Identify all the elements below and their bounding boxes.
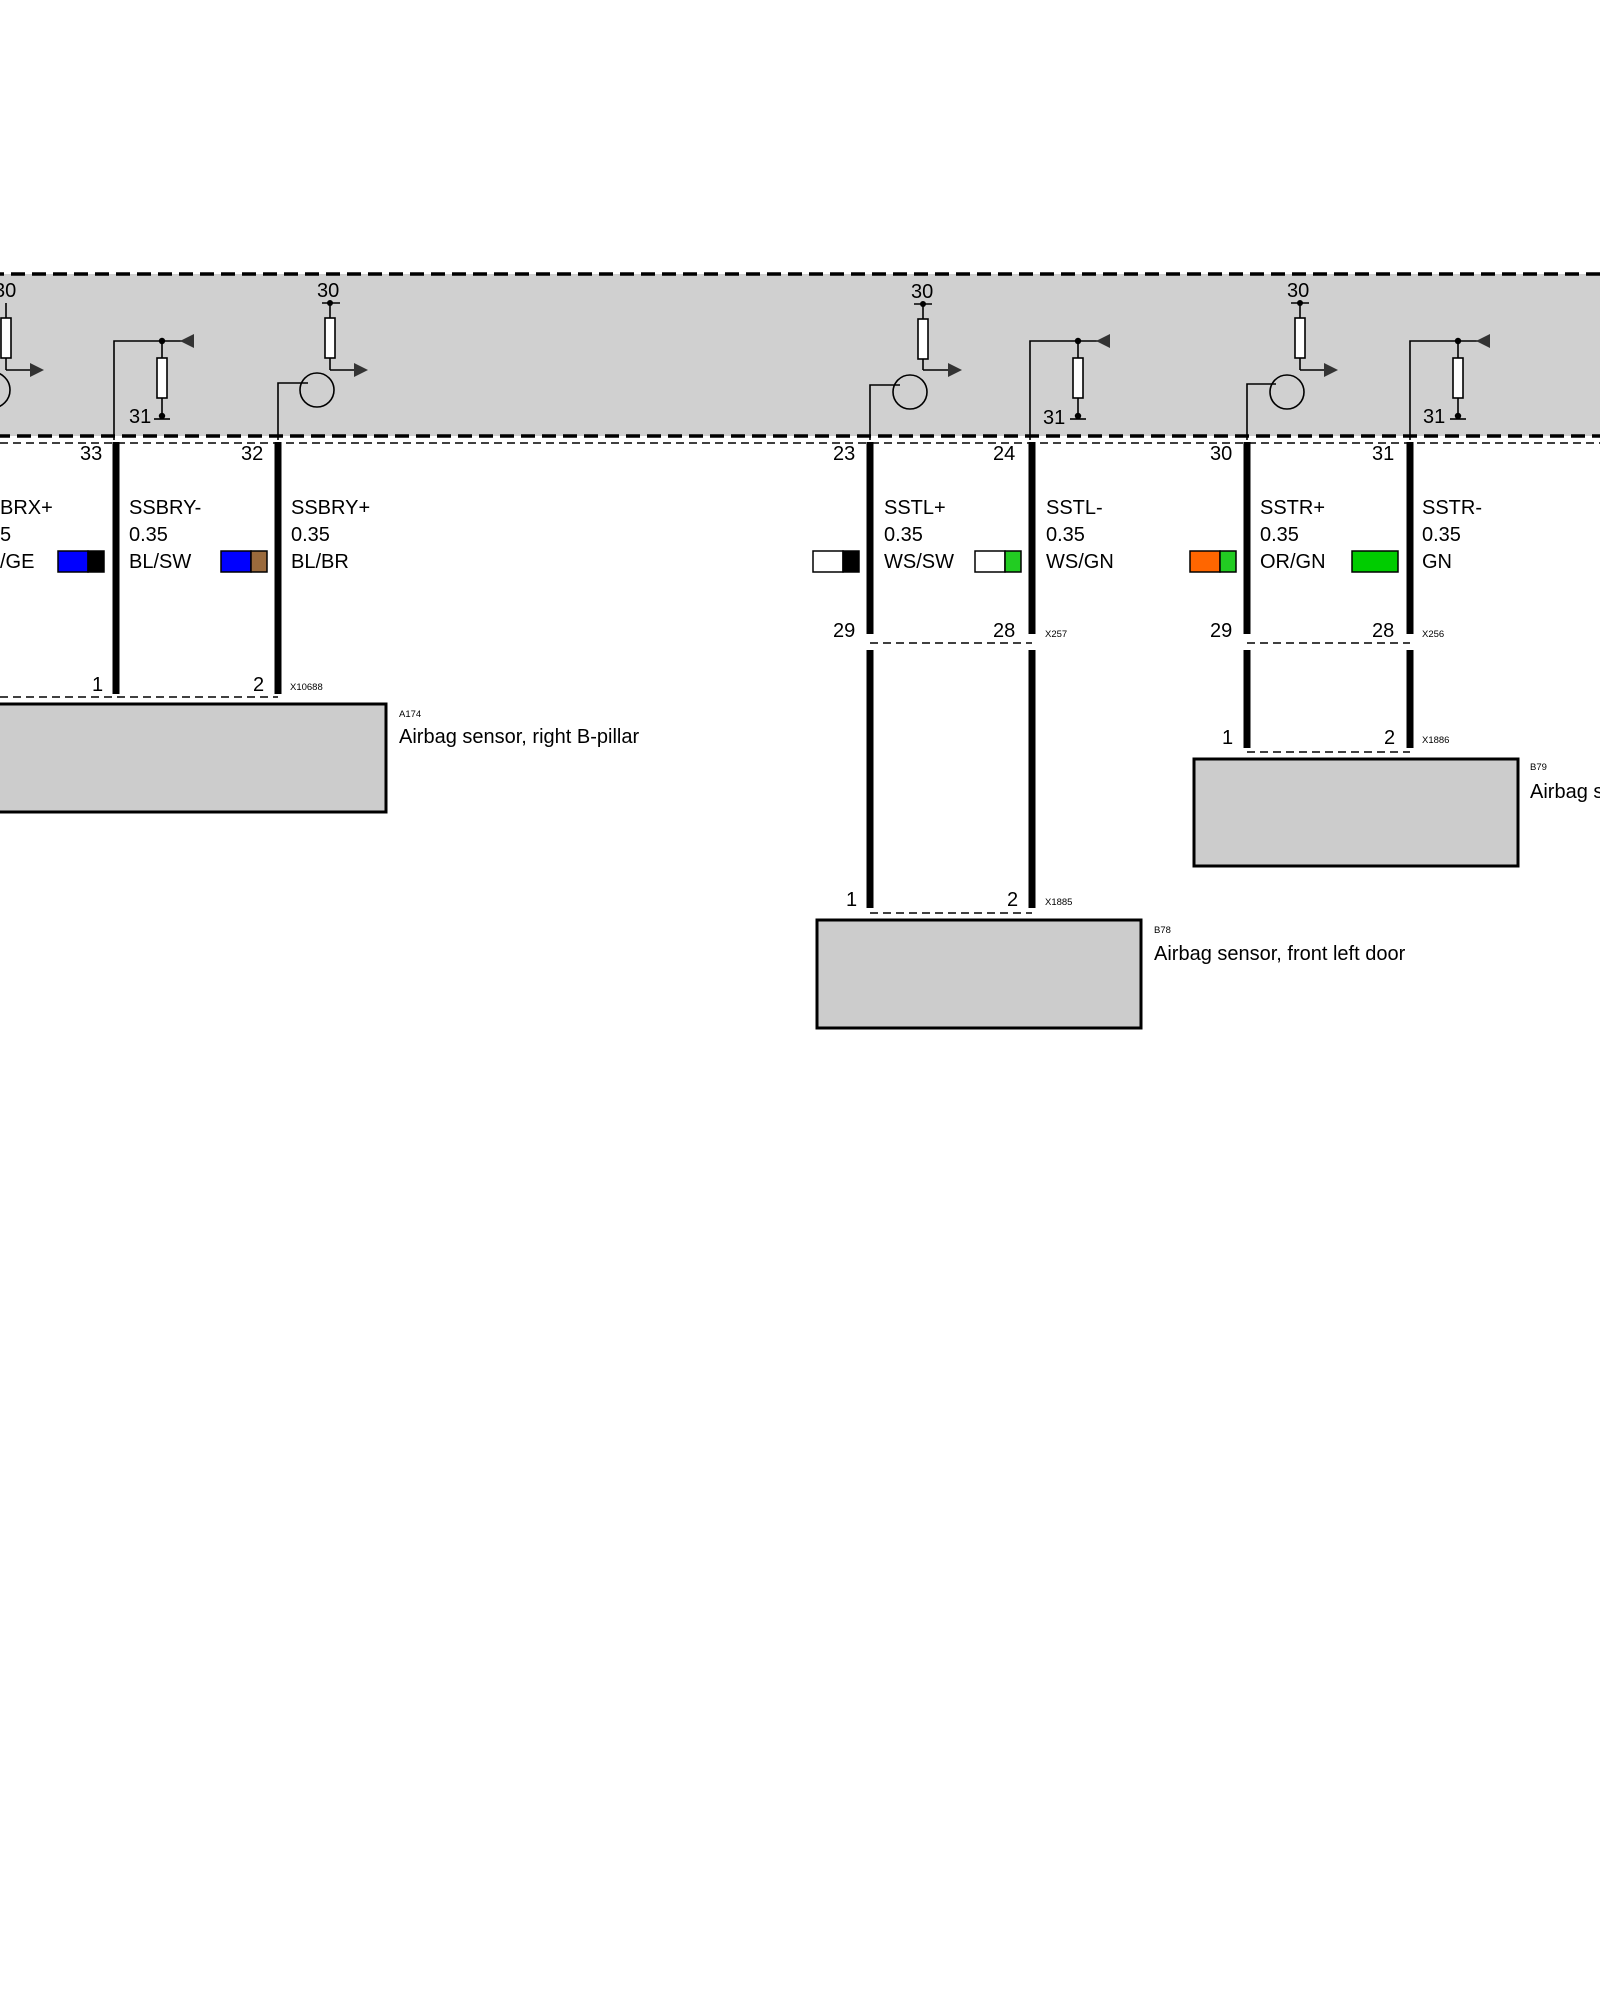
swatch-half-right — [1219, 550, 1237, 573]
wire-label-ssbry-plus: SSBRY+ 0.35 BL/BR — [291, 497, 370, 573]
swatch-full — [1351, 550, 1399, 573]
connector-id: X1886 — [1422, 735, 1449, 746]
wire-color: BL/SW — [129, 551, 191, 573]
ground-label-31: 31 — [1043, 407, 1065, 429]
component-box — [0, 702, 388, 814]
connector-pin: 1 — [846, 889, 857, 911]
connector-id: X1885 — [1045, 897, 1072, 908]
swatch-half-right — [87, 550, 105, 573]
connector-pin: 1 — [92, 674, 103, 696]
wire-label-sstl-minus: SSTL- 0.35 WS/GN — [1046, 497, 1114, 573]
ground-label-31: 31 — [129, 406, 151, 428]
wire-gauge: 0.35 — [1046, 524, 1085, 546]
connector-id: X256 — [1422, 629, 1444, 640]
module-pin-23: 23 — [833, 443, 855, 465]
wire-gauge: 0.35 — [129, 524, 168, 546]
bias-network-pin-31: 31 — [1409, 334, 1490, 440]
wire-color: OR/GN — [1260, 551, 1326, 573]
supply-label-30: 30 — [0, 280, 16, 302]
connector-id: X257 — [1045, 629, 1067, 640]
wire-color: WS/SW — [884, 551, 954, 573]
wire-color: BL/BR — [291, 551, 349, 573]
component-ref: A174 — [399, 709, 421, 720]
wire-label-sstr-plus: SSTR+ 0.35 OR/GN — [1260, 497, 1326, 573]
component-name: Airbag sensor, right B-pillar — [399, 726, 639, 748]
wire-gauge: 0.35 — [1422, 524, 1461, 546]
component-name: Airbag s — [1530, 781, 1600, 803]
supply-label-30: 30 — [1287, 280, 1309, 302]
transistor-stage-pin-32: 30 — [277, 280, 368, 440]
color-swatch-bl-br — [220, 550, 268, 573]
supply-label-30: 30 — [911, 281, 933, 303]
component-a174: 1 2 X10688 A174 Airbag sensor, right B-p… — [0, 674, 639, 814]
connector-pin: 2 — [253, 674, 264, 696]
color-swatch-gn — [1351, 550, 1399, 573]
wire-signal: SSTR+ — [1260, 497, 1325, 519]
connector-pin: 2 — [1384, 727, 1395, 749]
wire-gauge: 0.35 — [1260, 524, 1299, 546]
connector-x256: 29 28 X256 — [1210, 620, 1444, 644]
module-pin-24: 24 — [993, 443, 1015, 465]
connector-pin: 28 — [1372, 620, 1394, 642]
wire-label-brx-plus: BRX+ 5 /GE — [0, 497, 53, 573]
wire-gauge: 0.35 — [291, 524, 330, 546]
component-ref: B78 — [1154, 925, 1171, 936]
supply-label-30: 30 — [317, 280, 339, 302]
connector-pin: 2 — [1007, 889, 1018, 911]
wire-signal: SSTL+ — [884, 497, 946, 519]
connector-pin: 28 — [993, 620, 1015, 642]
connector-pin: 29 — [833, 620, 855, 642]
module-pin-32: 32 — [241, 443, 263, 465]
wire-label-sstl-plus: SSTL+ 0.35 WS/SW — [884, 497, 954, 573]
swatch-half-left — [974, 550, 1006, 573]
color-swatch-bl-sw — [57, 550, 105, 573]
connector-x257: 29 28 X257 — [833, 620, 1067, 644]
swatch-half-right — [1004, 550, 1022, 573]
wire-signal: BRX+ — [0, 497, 53, 519]
module-pin-31: 31 — [1372, 443, 1394, 465]
wire-gauge: 5 — [0, 524, 11, 546]
connector-id: X10688 — [290, 682, 323, 693]
bias-network-pin-24: 31 — [1029, 334, 1110, 440]
swatch-half-right — [250, 550, 268, 573]
component-b79: 1 2 X1886 B79 Airbag s — [1192, 727, 1600, 868]
wire-signal: SSBRY+ — [291, 497, 370, 519]
swatch-half-right — [842, 550, 860, 573]
color-swatch-or-gn — [1189, 550, 1237, 573]
wire-color: WS/GN — [1046, 551, 1114, 573]
swatch-half-left — [220, 550, 252, 573]
color-swatch-ws-gn — [974, 550, 1022, 573]
component-box — [1192, 757, 1520, 868]
component-name: Airbag sensor, front left door — [1154, 943, 1406, 965]
wire-label-sstr-minus: SSTR- 0.35 GN — [1422, 497, 1482, 573]
wire-signal: SSTR- — [1422, 497, 1482, 519]
connector-pin: 1 — [1222, 727, 1233, 749]
wire-color: GN — [1422, 551, 1452, 573]
module-pin-30: 30 — [1210, 443, 1232, 465]
wire-signal: SSTL- — [1046, 497, 1103, 519]
transistor-stage-pin-23: 30 — [869, 281, 962, 440]
wire-signal: SSBRY- — [129, 497, 201, 519]
component-box — [815, 918, 1143, 1030]
component-ref: B79 — [1530, 762, 1547, 773]
connector-pin: 29 — [1210, 620, 1232, 642]
wire-color: /GE — [0, 551, 34, 573]
wire-gauge: 0.35 — [884, 524, 923, 546]
transistor-stage-1: 30 — [0, 280, 44, 408]
module-pin-numbers: 33 32 23 24 30 31 — [80, 443, 1394, 465]
wire-label-ssbry-minus: SSBRY- 0.35 BL/SW — [129, 497, 201, 573]
ground-label-31: 31 — [1423, 406, 1445, 428]
control-module-panel — [0, 272, 1600, 444]
module-pin-33: 33 — [80, 443, 102, 465]
swatch-half-left — [1189, 550, 1221, 573]
transistor-stage-pin-30: 30 — [1246, 280, 1338, 440]
swatch-half-left — [57, 550, 89, 573]
swatch-half-left — [812, 550, 844, 573]
color-swatch-ws-sw — [812, 550, 860, 573]
bias-network-pin-33: 31 — [113, 334, 194, 440]
component-b78: 1 2 X1885 B78 Airbag sensor, front left … — [815, 889, 1406, 1030]
